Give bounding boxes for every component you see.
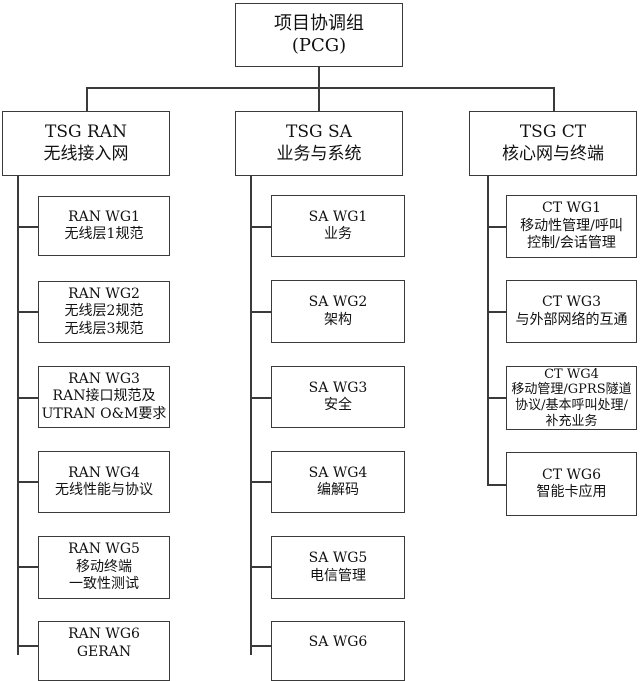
ct-wg4-connector	[487, 397, 507, 399]
tsg-ct-name: TSG CT	[519, 122, 587, 143]
ran-wg5-connector	[17, 566, 39, 568]
sa-wg5-desc: 电信管理	[310, 567, 366, 584]
connector-root-down	[318, 66, 320, 88]
sa-wg5-name: SA WG5	[308, 550, 368, 566]
ran-wg1-box: RAN WG1 无线层1规范	[38, 196, 170, 256]
sa-wg4-name: SA WG4	[308, 464, 368, 481]
ran-wg4-box: RAN WG4 无线性能与协议	[38, 451, 170, 513]
sa-wg2-connector	[250, 311, 272, 313]
ct-wg3-box: CT WG3 与外部网络的互通	[506, 280, 637, 343]
tsg-sa-desc: 业务与系统	[276, 143, 362, 164]
ct-wg4-desc-1: 移动管理/GPRS隧道	[511, 382, 632, 398]
sa-wg4-box: SA WG4 编解码	[271, 451, 405, 513]
pcg-box: 项目协调组 (PCG)	[235, 3, 403, 67]
ran-wg5-box: RAN WG5 移动终端 一致性测试	[38, 536, 170, 599]
ct-wg6-name: CT WG6	[542, 466, 601, 483]
tsg-sa-box: TSG SA 业务与系统	[235, 111, 403, 176]
ct-wg1-box: CT WG1 移动性管理/呼叫 控制/会话管理	[506, 195, 637, 258]
ct-wg4-box: CT WG4 移动管理/GPRS隧道 协议/基本呼叫处理/ 补充业务	[506, 366, 637, 430]
sa-wg4-connector	[250, 481, 272, 483]
ran-wg5-name: RAN WG5	[68, 541, 140, 558]
ran-wg2-connector	[17, 311, 39, 313]
pcg-title: 项目协调组	[274, 12, 364, 34]
sa-wg4-desc: 编解码	[317, 482, 359, 498]
ran-wg3-desc-1: RAN接口规范及	[52, 388, 156, 405]
ran-wg5-desc-2: 一致性测试	[69, 576, 139, 593]
tsg-ran-desc: 无线接入网	[43, 143, 129, 164]
sa-wg6-name: SA WG6	[308, 634, 368, 650]
pcg-abbr: (PCG)	[291, 35, 347, 56]
sa-wg1-box: SA WG1 业务	[271, 195, 405, 257]
ran-wg4-desc: 无线性能与协议	[55, 482, 153, 498]
tsg-ct-box: TSG CT 核心网与终端	[469, 111, 637, 176]
ct-wg6-desc: 智能卡应用	[536, 484, 607, 500]
sa-wg2-desc: 架构	[324, 311, 352, 328]
ran-wg2-desc-1: 无线层2规范	[64, 303, 144, 320]
ran-wg2-desc-2: 无线层3规范	[64, 320, 144, 337]
ran-wg6-box: RAN WG6 GERAN	[38, 621, 170, 681]
tsg-ran-name: TSG RAN	[45, 122, 127, 143]
ct-wg1-connector	[487, 226, 507, 228]
ran-spine	[17, 176, 19, 655]
ct-wg4-name: CT WG4	[544, 366, 599, 382]
tsg-ct-desc: 核心网与终端	[502, 143, 604, 164]
ran-wg6-name: RAN WG6	[68, 626, 140, 642]
sa-wg3-name: SA WG3	[308, 379, 368, 396]
sa-wg2-name: SA WG2	[308, 294, 368, 310]
sa-wg3-desc: 安全	[324, 397, 352, 413]
sa-wg2-box: SA WG2 架构	[271, 280, 405, 343]
connector-ct-up	[553, 87, 555, 112]
ran-wg4-name: RAN WG4	[68, 464, 140, 481]
ct-wg1-name: CT WG1	[542, 200, 601, 217]
ran-wg6-desc: GERAN	[76, 643, 132, 660]
ran-wg2-name: RAN WG2	[68, 285, 140, 302]
sa-spine	[250, 176, 252, 655]
sa-wg5-connector	[250, 566, 272, 568]
ran-wg3-box: RAN WG3 RAN接口规范及 UTRAN O&M要求	[38, 366, 170, 428]
ran-wg3-name: RAN WG3	[68, 370, 140, 387]
sa-wg1-connector	[250, 226, 272, 228]
sa-wg3-connector	[250, 397, 272, 399]
ran-wg6-connector	[17, 645, 39, 647]
sa-wg6-connector	[250, 645, 272, 647]
ran-wg2-box: RAN WG2 无线层2规范 无线层3规范	[38, 281, 170, 343]
sa-wg1-desc: 业务	[324, 226, 352, 242]
tsg-ran-box: TSG RAN 无线接入网	[2, 111, 170, 176]
ran-wg5-desc-1: 移动终端	[76, 558, 132, 575]
ran-wg1-connector	[17, 226, 39, 228]
ct-wg4-desc-3: 补充业务	[545, 413, 598, 429]
sa-wg6-box: SA WG6	[271, 621, 405, 681]
connector-tsg-bus	[86, 87, 554, 89]
ran-wg1-name: RAN WG1	[68, 208, 140, 225]
sa-wg1-name: SA WG1	[308, 208, 368, 225]
ct-wg1-desc-2: 控制/会话管理	[527, 235, 616, 252]
ran-wg4-connector	[17, 481, 39, 483]
ct-spine	[487, 176, 489, 485]
ct-wg3-connector	[487, 311, 507, 313]
connector-sa-up	[318, 87, 320, 112]
ct-wg3-name: CT WG3	[542, 294, 601, 310]
sa-wg3-box: SA WG3 安全	[271, 366, 405, 428]
sa-wg5-box: SA WG5 电信管理	[271, 536, 405, 599]
tsg-sa-name: TSG SA	[286, 122, 352, 143]
ct-wg3-desc: 与外部网络的互通	[515, 311, 628, 328]
ran-wg1-desc: 无线层1规范	[64, 226, 144, 242]
ct-wg4-desc-2: 协议/基本呼叫处理/	[515, 398, 628, 413]
ran-wg3-desc-2: UTRAN O&M要求	[41, 405, 167, 422]
ct-wg1-desc-1: 移动性管理/呼叫	[520, 217, 623, 234]
ct-wg6-connector	[487, 484, 507, 486]
ran-wg3-connector	[17, 397, 39, 399]
ct-wg6-box: CT WG6 智能卡应用	[506, 452, 637, 516]
connector-ran-up	[86, 87, 88, 112]
